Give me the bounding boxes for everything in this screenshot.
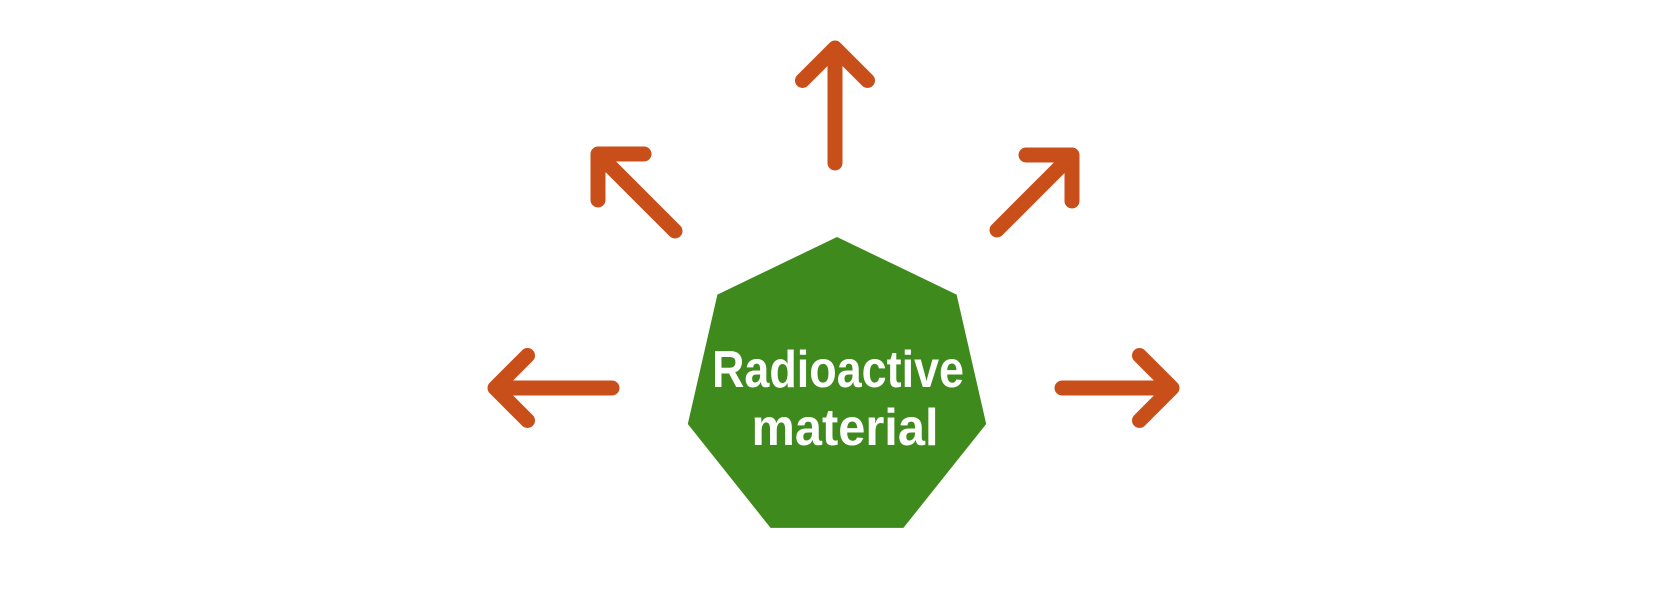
arrow-left-icon [487, 348, 620, 428]
heptagon-shape [687, 237, 987, 528]
arrow-right-icon [1054, 348, 1180, 428]
radiation-arrows [487, 40, 1180, 428]
arrow-up-right-icon [989, 147, 1080, 238]
heptagon-label-line1: Radioactive [712, 341, 964, 399]
arrow-up-icon [795, 40, 875, 171]
arrow-up-left-icon [590, 146, 683, 239]
heptagon-label-line2: material [752, 399, 939, 457]
